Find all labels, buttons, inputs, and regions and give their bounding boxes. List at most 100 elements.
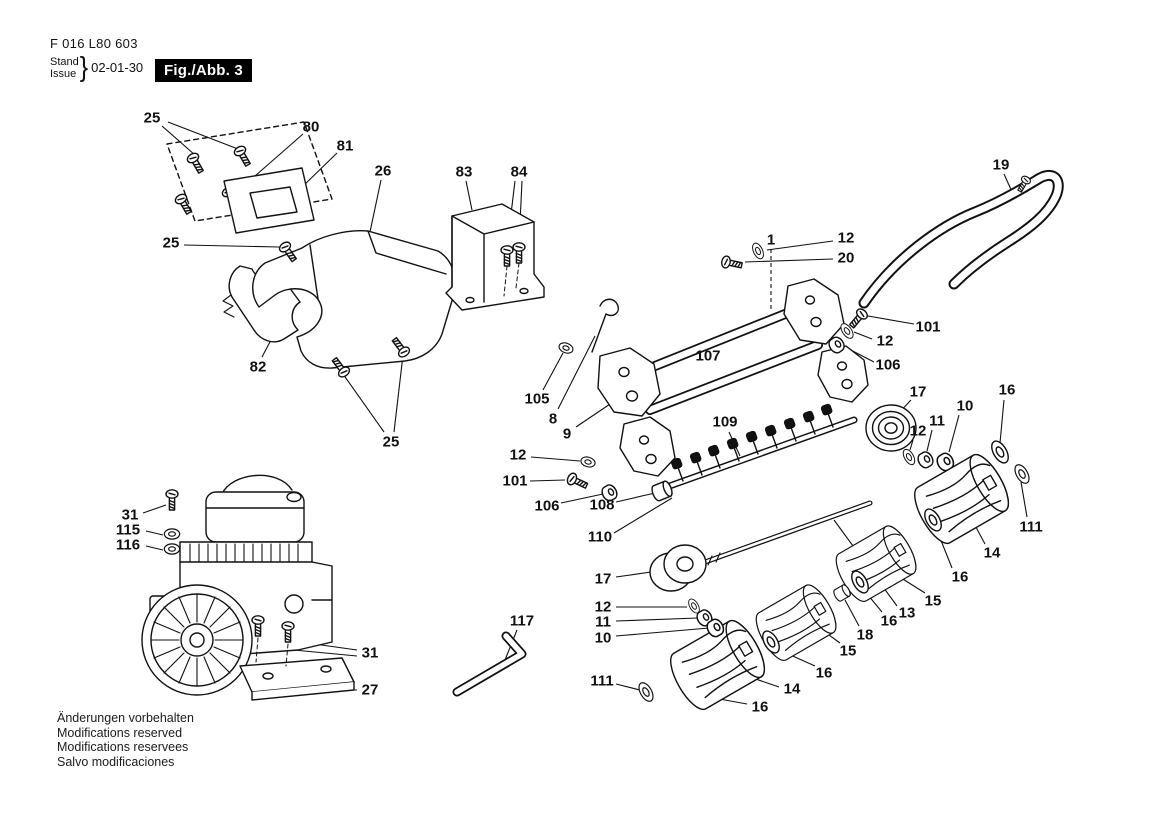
axle-rod-13-fill [692, 501, 872, 568]
part-number-14-49: 14 [784, 681, 801, 698]
cross-tube-fill [646, 341, 822, 414]
fuel-cap-drawing [286, 491, 302, 503]
side-plate-right-drawing [783, 278, 845, 345]
bracket-83-drawing [445, 203, 545, 311]
bracket-83-body [445, 203, 545, 311]
footer-notes: Änderungen vorbehalten Modifications res… [57, 711, 194, 769]
pulley-17-upper-drawing [865, 404, 917, 452]
bolt-axis-dashed [255, 637, 289, 667]
gasket-81-drawing [249, 186, 298, 219]
fan-blades [150, 593, 244, 687]
engine-27-drawing [141, 474, 355, 701]
part-number-12-40: 12 [595, 599, 612, 616]
plate-hole [618, 366, 630, 378]
part-number-106-28: 106 [534, 498, 559, 515]
lower-plate-left-drawing [619, 416, 676, 477]
belt-cover-edges [309, 230, 447, 300]
footer-line-es: Salvo modificaciones [57, 754, 175, 769]
leader-line-10 [948, 414, 960, 453]
tank-handle-arc [221, 474, 293, 495]
part-number-10-22: 10 [957, 398, 974, 415]
part-number-105-16: 105 [524, 391, 549, 408]
issue-labels: Stand Issue [50, 56, 79, 80]
washer-12-drawing [579, 454, 597, 470]
part-number-12-24: 12 [910, 423, 927, 440]
screw-25-drawing [185, 150, 207, 176]
part-number-108-29: 108 [589, 497, 614, 514]
issue-date: 02-01-30 [91, 60, 144, 75]
washer-12-drawing [749, 240, 767, 262]
leader-line-12 [766, 240, 834, 251]
leader-line-101 [529, 479, 566, 482]
footer-line-en: Modifications reserved [57, 725, 183, 740]
leader-lines-layer [142, 121, 1028, 705]
part-number-25-19: 25 [383, 434, 400, 451]
part-number-11-41: 11 [595, 614, 611, 631]
allen-key-117-drawing [452, 631, 527, 697]
bracket-hole [519, 287, 529, 295]
part-number-17-37: 17 [595, 571, 612, 588]
bracket-82-serration [222, 294, 235, 318]
bolt-20-drawing [719, 254, 744, 272]
leader-line-12 [853, 331, 873, 340]
leader-line-18 [844, 599, 860, 627]
bracket-hole [465, 296, 475, 304]
part-number-1-8: 1 [767, 232, 775, 249]
leader-line-105 [542, 352, 564, 391]
part-number-81-2: 81 [337, 138, 354, 155]
leader-line-111 [615, 683, 641, 691]
bolt-31-drawing [165, 489, 179, 511]
leader-line-25 [161, 125, 196, 156]
leader-line-12 [909, 439, 914, 451]
part-number-107-14: 107 [695, 348, 720, 365]
leader-line-101 [867, 315, 915, 325]
engine-boss [284, 594, 304, 614]
part-number-26-3: 26 [375, 163, 392, 180]
issue-label: Issue [50, 67, 77, 80]
mounting-base-thickness [251, 681, 355, 701]
leader-line-108 [615, 492, 656, 503]
leader-line-115 [145, 530, 164, 536]
part-number-16-47: 16 [816, 665, 833, 682]
frame-assembly-drawing [557, 240, 870, 477]
leader-line-26 [369, 179, 382, 233]
part-number-19-6: 19 [993, 157, 1010, 174]
leader-line-116 [145, 545, 164, 551]
leader-line-25 [342, 373, 385, 433]
base-hole [262, 672, 274, 680]
part-number-20-10: 20 [838, 250, 855, 267]
screw-axis-dashed [503, 262, 520, 297]
washer-16-drawing [987, 437, 1013, 467]
part-number-15-38: 15 [925, 593, 942, 610]
plate-hole [841, 378, 853, 390]
brace-glyph: } [79, 51, 89, 83]
leader-line-8 [557, 335, 596, 410]
bolt-101-drawing [564, 471, 590, 492]
header-block: F 016 L80 603 Stand Issue } 02-01-30 [50, 36, 143, 82]
bracket-83-edges [451, 215, 535, 303]
hook-rod-8-drawing [591, 298, 620, 353]
part-number-12-12: 12 [877, 333, 894, 350]
part-number-10-42: 10 [595, 630, 612, 647]
part-number-27-50: 27 [362, 682, 379, 699]
leader-line-31 [142, 504, 167, 514]
part-number-14-32: 14 [984, 545, 1001, 562]
belt-cover-assembly-drawing [222, 229, 456, 380]
cooling-fins [189, 543, 299, 563]
part-number-16-44: 16 [881, 613, 898, 630]
issue-block: Stand Issue } 02-01-30 [50, 51, 144, 83]
leader-line-11 [926, 429, 933, 452]
screw-25-drawing [173, 191, 195, 217]
part-number-80-1: 80 [303, 119, 320, 136]
leader-line-83 [465, 180, 473, 211]
part-number-106-13: 106 [875, 357, 900, 374]
handle-19-drawing [858, 169, 1064, 309]
plate-hole [836, 361, 848, 371]
washer-115-drawing [163, 528, 181, 540]
part-number-8-17: 8 [549, 411, 557, 428]
pulley-17-lower-drawing [649, 544, 707, 592]
part-number-84-5: 84 [511, 164, 528, 181]
washer-111-drawing [635, 679, 657, 705]
